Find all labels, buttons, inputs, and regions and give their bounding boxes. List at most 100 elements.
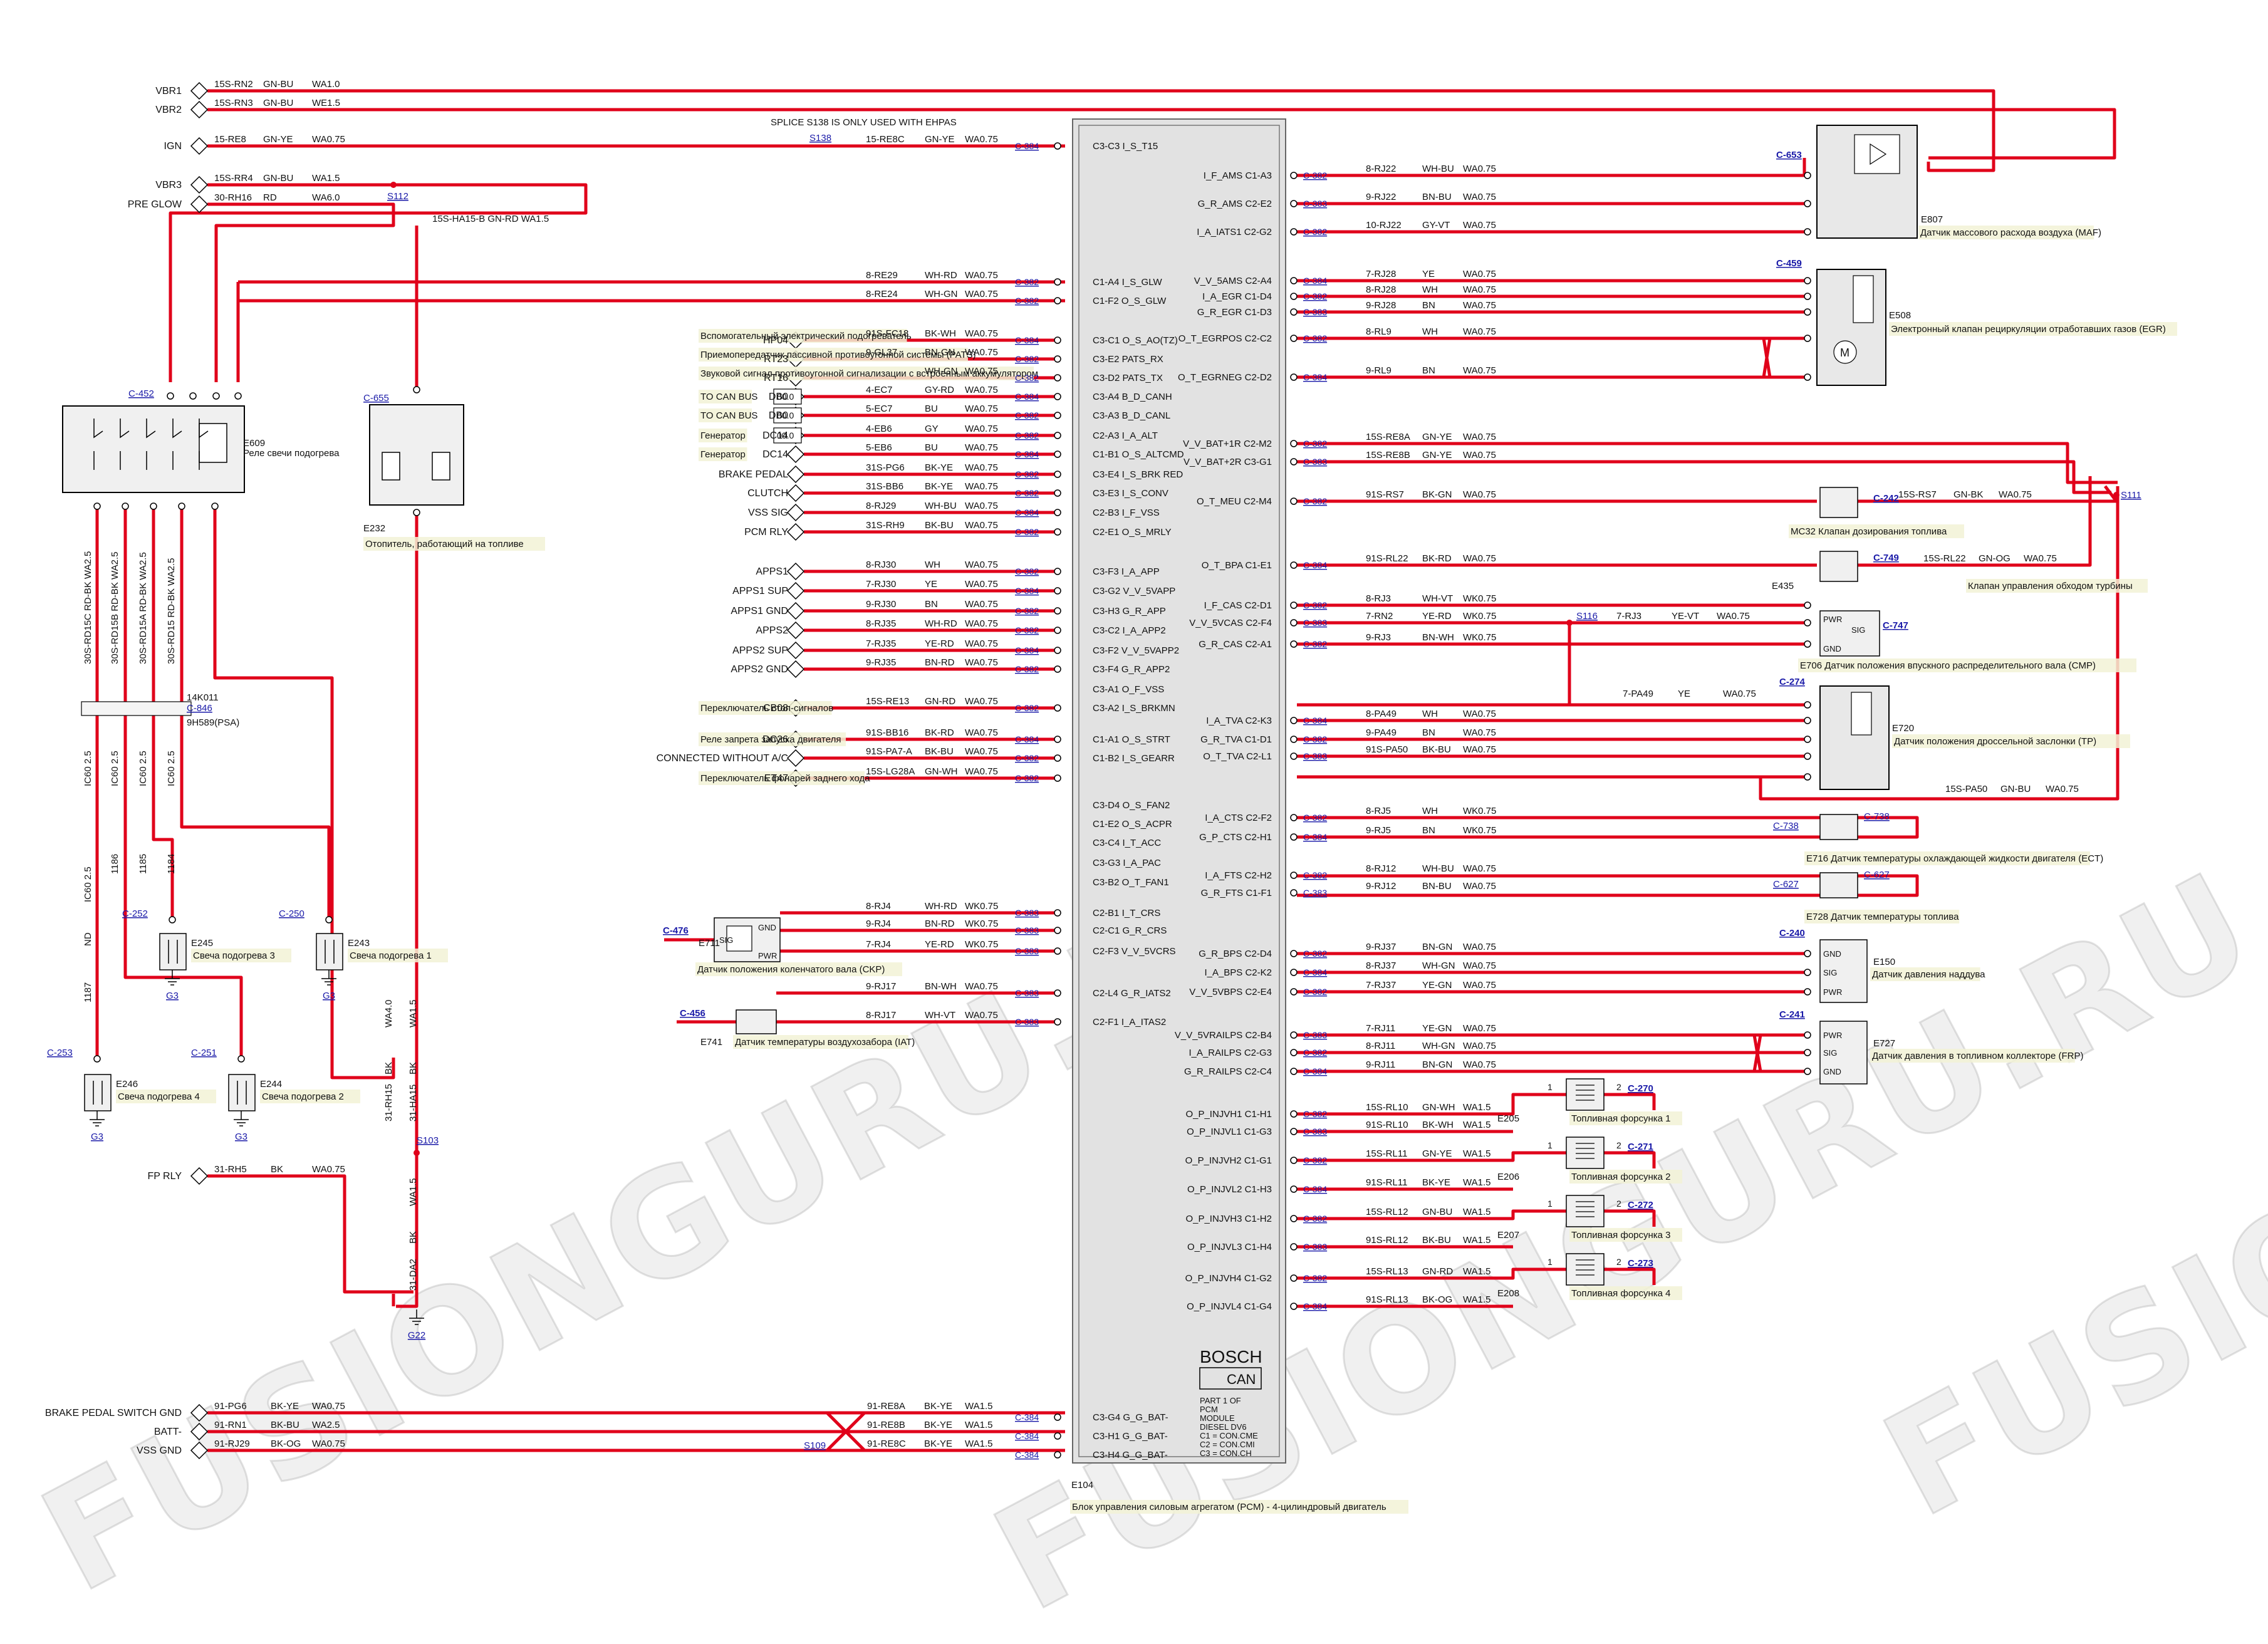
wire-color: GN-YE: [1422, 450, 1452, 460]
pin-label: C3-D2 PATS_TX: [1093, 373, 1163, 383]
input-label: VBR1: [155, 86, 182, 96]
signal-label: RT16: [764, 373, 788, 383]
connector-id: C-382: [1015, 277, 1039, 287]
caption: Приемопередатчик пассивной противоугонно…: [700, 350, 976, 360]
wire-gauge: WA0.75: [965, 366, 998, 377]
wire-id: 9-RJ28: [1366, 300, 1396, 311]
connector-pin: [1054, 450, 1061, 458]
splice-dot: [390, 182, 397, 188]
connector-pin: [189, 392, 197, 400]
wire-id: 7-RJ4: [866, 939, 891, 950]
pin-label: C3-A2 I_S_BRKMN: [1093, 703, 1175, 714]
connector-pin: [1804, 988, 1811, 996]
connector-pin: [1054, 989, 1061, 997]
wire-gauge: WA1.5: [1463, 1148, 1490, 1159]
connector-pin: [1054, 754, 1061, 762]
pin-number: 1: [1548, 1257, 1553, 1267]
wire-color: BN-WH: [1422, 632, 1454, 643]
wire-inj-h: [1297, 1151, 1566, 1162]
wire-id: 31S-RH9: [866, 520, 905, 531]
part-info: PART 1 OF: [1200, 1396, 1241, 1405]
wire-id: 15S-RR4: [214, 173, 253, 184]
wire-color: BN: [1422, 825, 1435, 836]
connector-id: C-384: [1015, 141, 1039, 151]
wire-id: 91S-BB16: [866, 727, 908, 738]
wire-gauge: WA0.75: [1463, 863, 1496, 874]
connector-id: C-383: [1303, 307, 1327, 317]
terminal-diamond: [786, 581, 805, 600]
wire-id: 1185: [138, 854, 148, 874]
pin-label: C3-C2 I_A_APP2: [1093, 625, 1166, 636]
wire-id: 30S-RD15 RD-BK WA2.5: [166, 558, 177, 665]
terminal-diamond: [190, 1441, 209, 1460]
caption-bg: [260, 1090, 360, 1103]
connector-pin: [1290, 440, 1298, 447]
caption-bg: [1789, 524, 1964, 538]
wire-gauge: WA0.75: [1463, 942, 1496, 952]
pin-label: G_R_FTS C1-F1: [1201, 888, 1272, 898]
signal-label: BRAKE PEDAL: [719, 469, 788, 480]
pin-label: I_F_CAS C2-D1: [1204, 600, 1272, 611]
wire-inj-out: [1604, 1209, 1656, 1227]
pin-label: C1-A1 O_S_STRT: [1093, 734, 1170, 745]
wire-inj-h: [1297, 1093, 1566, 1116]
wire-color: BN: [925, 599, 938, 610]
pin-label: C3-E3 I_S_CONV: [1093, 488, 1168, 499]
wire-gauge: WA0.75: [312, 1401, 345, 1412]
connector-pin: [1804, 950, 1811, 957]
pin-label: C3-A4 B_D_CANH: [1093, 392, 1172, 402]
connector-id: C-383: [1015, 1017, 1039, 1027]
connector-id: C-384: [1303, 967, 1327, 977]
caption-bg: [1569, 1228, 1682, 1242]
pin-label: O_P_INJVH4 C1-G2: [1185, 1273, 1272, 1284]
wire-temp-a: [1297, 816, 1919, 839]
signal-label: APPS2 GND: [731, 664, 788, 675]
wire-id: 31S-BB6: [866, 481, 903, 492]
connector-id: C-271: [1628, 1142, 1653, 1152]
caption-bg: [1804, 910, 1960, 923]
connector-id: C-382: [1015, 703, 1039, 713]
wire-gauge: WA2.5: [312, 1420, 340, 1430]
connector-pin: [167, 392, 174, 400]
component-id: E244: [260, 1079, 282, 1090]
wire-gauge: WA0.75: [965, 328, 998, 339]
connector-id: C-382: [1303, 439, 1327, 449]
caption-bg: [348, 949, 448, 962]
wire-frp-twist: [1752, 1034, 1762, 1072]
pin-number: 2: [1616, 1257, 1621, 1267]
caption-bg: [191, 949, 291, 962]
pin-label: C3-G2 V_V_5VAPP: [1093, 586, 1175, 596]
wire-inj-out: [1604, 1151, 1656, 1168]
wire-id: 4-EB6: [866, 424, 892, 434]
caption: Отопитель, работающий на топливе: [365, 539, 524, 549]
wire-color: YE-GN: [1422, 1023, 1452, 1034]
connector-pin: [1054, 1451, 1061, 1459]
signal-label: DC14: [762, 430, 788, 441]
caption: Свеча подогрева 2: [262, 1091, 344, 1102]
input-label: VBR2: [155, 105, 182, 115]
pin-label: C3-G4 G_G_BAT-: [1093, 1412, 1168, 1423]
wire-color: GN-RD: [925, 696, 955, 707]
connector-id: C-382: [1303, 227, 1327, 237]
wire-color: GN-OG: [1979, 553, 2011, 564]
egr-motor: [1833, 340, 1857, 364]
caption-bg: [116, 1090, 216, 1103]
caption-bg: [363, 537, 545, 551]
wire-id: 91S-RL11: [1366, 1177, 1407, 1188]
wire-id: 31S-PG6: [866, 462, 905, 473]
connector-id: C-382: [1303, 987, 1327, 997]
connector-id: C-747: [1883, 620, 1908, 631]
pin-label: C3-F2 V_V_5VAPP2: [1093, 645, 1179, 656]
connector-pin: [1054, 1018, 1061, 1026]
terminal-diamond: [786, 503, 805, 522]
connector-pin: [1054, 297, 1061, 304]
wire-id: 15S-RN3: [214, 98, 253, 108]
connector-pin: [1804, 308, 1811, 316]
wire-color: GN-YE: [263, 134, 293, 145]
splice-label: S109: [804, 1440, 826, 1451]
wire-color: GN-BK: [1953, 489, 1984, 500]
connector-pin: [1290, 228, 1298, 236]
wire-id: 30S-RD15A RD-BK WA2.5: [138, 552, 148, 664]
pin-label: O_P_INJVH3 C1-H2: [1185, 1214, 1272, 1224]
wire-id: 91-RN1: [214, 1420, 247, 1430]
